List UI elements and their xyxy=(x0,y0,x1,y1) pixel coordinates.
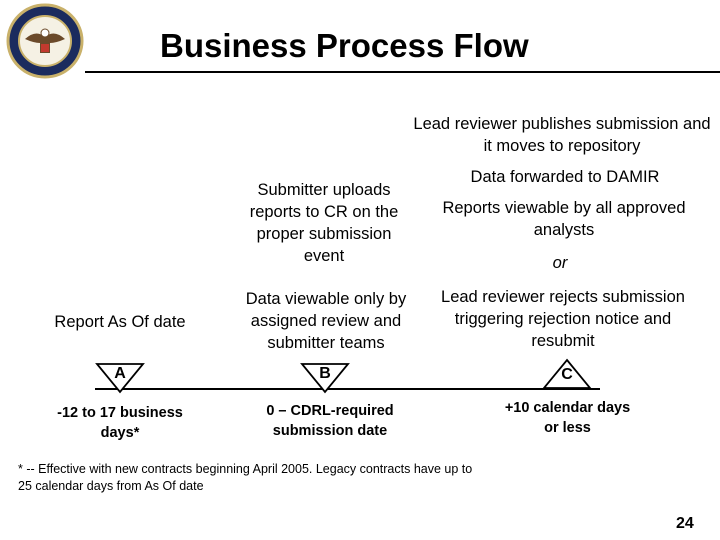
or-text: or xyxy=(552,254,568,272)
page-number: 24 xyxy=(676,515,694,532)
publish-text: Lead reviewer publishes submission and i… xyxy=(413,115,711,155)
report-as-of-text: Report As Of date xyxy=(54,313,186,331)
milestone-a-marker: A xyxy=(95,362,145,394)
milestone-b-label: B xyxy=(319,365,331,382)
milestone-c-label: C xyxy=(561,366,573,383)
milestone-c-marker: C xyxy=(542,358,592,390)
timeline-line xyxy=(95,388,600,390)
title-underline xyxy=(85,71,720,73)
milestone-a-caption: -12 to 17 business days* xyxy=(57,405,183,441)
milestone-b-marker: B xyxy=(300,362,350,394)
footnote: * -- Effective with new contracts beginn… xyxy=(18,462,473,493)
milestone-c-caption: +10 calendar days or less xyxy=(504,400,631,436)
viewable-only-text: Data viewable only by assigned review an… xyxy=(245,290,407,352)
upload-text: Submitter uploads reports to CR on the p… xyxy=(249,181,399,265)
forwarded-text: Data forwarded to DAMIR xyxy=(470,168,660,186)
viewable-text: Reports viewable by all approved analyst… xyxy=(442,199,686,239)
page-title: Business Process Flow xyxy=(160,27,529,64)
milestone-b-caption: 0 – CDRL-required submission date xyxy=(266,403,394,439)
milestone-a-label: A xyxy=(114,365,126,382)
dod-seal-logo xyxy=(6,3,84,79)
reject-text: Lead reviewer rejects submission trigger… xyxy=(441,288,685,350)
